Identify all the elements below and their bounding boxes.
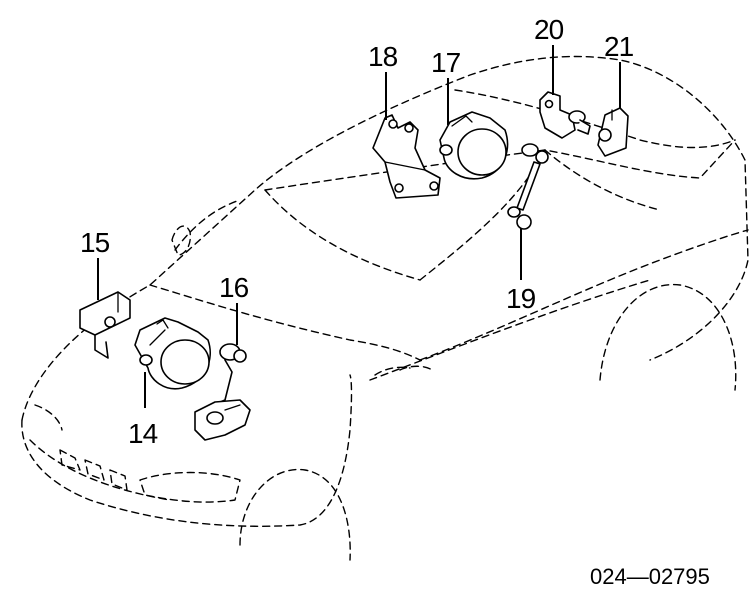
callout-15: 15 bbox=[80, 227, 110, 258]
diagram-code: 024—02795 bbox=[590, 564, 710, 589]
callout-14: 14 bbox=[128, 418, 158, 449]
part-17-sensor bbox=[439, 111, 509, 180]
car-outline bbox=[21, 55, 749, 561]
part-16-linkage bbox=[194, 343, 251, 441]
callout-16: 16 bbox=[219, 272, 249, 303]
part-20-bracket bbox=[539, 91, 591, 139]
callout-21: 21 bbox=[604, 31, 634, 62]
leader-lines bbox=[97, 45, 621, 408]
part-21-bracket bbox=[597, 107, 629, 157]
callout-18: 18 bbox=[368, 41, 398, 72]
callout-17: 17 bbox=[431, 47, 461, 78]
callouts: 14 15 16 17 18 19 20 21 bbox=[80, 14, 635, 449]
part-14-sensor bbox=[134, 317, 211, 390]
part-19-rod bbox=[507, 143, 549, 230]
part-18-bracket bbox=[372, 114, 441, 199]
callout-19: 19 bbox=[506, 283, 536, 314]
callout-20: 20 bbox=[534, 14, 564, 45]
part-15-bracket bbox=[79, 291, 131, 359]
